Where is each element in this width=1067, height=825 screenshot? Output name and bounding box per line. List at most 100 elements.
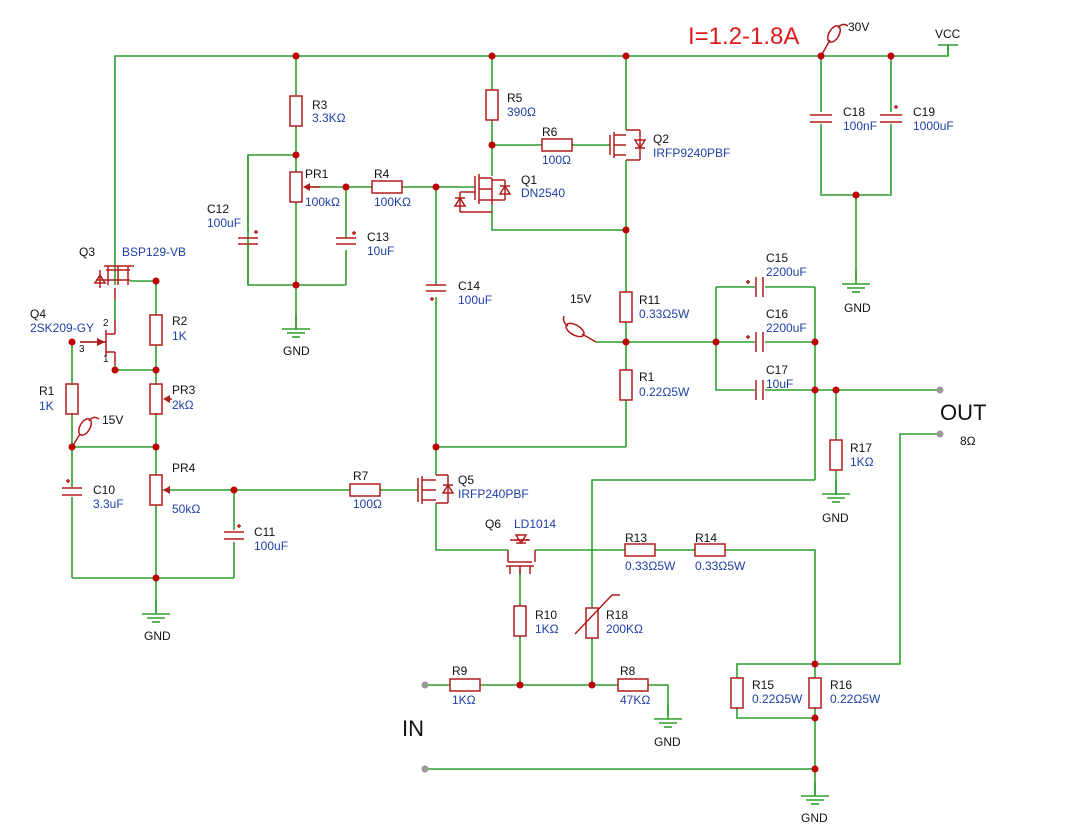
resistor-r8: [617, 678, 649, 692]
value-q6: LD1014: [514, 517, 556, 531]
value-q4: 2SK209-GY: [30, 321, 94, 335]
value-r5: 390Ω: [507, 105, 536, 119]
labels: I=1.2-1.8A 30V VCC 15V 15V OUT 8Ω IN GND…: [30, 20, 986, 825]
value-pr4: 50kΩ: [172, 502, 200, 516]
grounds: [141, 269, 871, 805]
pot-pr3: [149, 383, 172, 415]
resistor-r13: [624, 543, 656, 557]
ref-r3: R3: [312, 98, 328, 112]
ref-r16: R16: [830, 678, 852, 692]
probe-15v-mid: [562, 315, 597, 343]
resistor-r1: [65, 383, 79, 415]
resistor-r10: [513, 605, 527, 637]
probe-15v-left: [71, 416, 100, 448]
ground-symbol: [821, 479, 851, 503]
resistor-r16: [808, 677, 822, 709]
ref-pr3: PR3: [172, 383, 196, 397]
out-terminal-minus: [936, 430, 944, 438]
ground-symbol: [653, 704, 683, 728]
value-c14: 100uF: [458, 293, 492, 307]
junctions: [68, 52, 895, 773]
ref-c16: C16: [766, 307, 788, 321]
value-r1: 1K: [39, 399, 54, 413]
ref-q1: Q1: [521, 173, 537, 187]
capacitor-c11: [224, 524, 244, 540]
value-r2: 1K: [172, 329, 187, 343]
mosfet-q6: [506, 534, 536, 574]
value-r9: 1KΩ: [452, 693, 476, 707]
ref-q6: Q6: [485, 517, 501, 531]
capacitor-c16: [746, 332, 764, 352]
ref-r5: R5: [507, 91, 523, 105]
gnd-label: GND: [283, 344, 310, 358]
wires: [71, 45, 949, 795]
ref-c18: C18: [843, 105, 865, 119]
value-c13: 10uF: [367, 244, 394, 258]
ref-pr4: PR4: [172, 461, 196, 475]
capacitors: [62, 105, 902, 540]
ref-r1: R1: [39, 384, 55, 398]
value-r16: 0.22Ω5W: [830, 692, 881, 706]
ref-c13: C13: [367, 230, 389, 244]
value-r17: 1KΩ: [850, 455, 874, 469]
value-r11: 0.33Ω5W: [639, 307, 690, 321]
transistors: [80, 129, 647, 574]
ref-r13: R13: [625, 531, 647, 545]
ref-r6: R6: [542, 125, 558, 139]
ref-c10: C10: [93, 483, 115, 497]
value-c17: 10uF: [766, 377, 793, 391]
pin-3: 3: [79, 344, 85, 355]
value-c18: 100nF: [843, 119, 877, 133]
vcc-flag: [938, 44, 958, 56]
ref-r8: R8: [620, 664, 636, 678]
value-r14: 0.33Ω5W: [695, 559, 746, 573]
capacitor-c18: [810, 114, 832, 123]
gnd-label: GND: [822, 511, 849, 525]
gnd-label: GND: [801, 811, 828, 825]
value-q5: IRFP240PBF: [458, 487, 529, 501]
in-terminal-ground: [421, 765, 429, 773]
resistor-r9: [449, 678, 481, 692]
value-q2: IRFP9240PBF: [653, 146, 730, 160]
pot-pr4: [149, 474, 170, 506]
value-c16: 2200uF: [766, 321, 807, 335]
pin-1: 1: [103, 354, 109, 365]
ref-c14: C14: [458, 279, 480, 293]
resistor-r1-power: [619, 369, 633, 401]
value-c19: 1000uF: [913, 119, 954, 133]
capacitor-c10: [62, 479, 82, 496]
ref-r11: R11: [639, 293, 660, 307]
voltage-15v-mid-label: 15V: [570, 292, 591, 306]
gnd-label: GND: [844, 301, 871, 315]
mosfet-q5: [417, 474, 455, 504]
value-q1: DN2540: [521, 186, 565, 200]
ref-r14: R14: [695, 531, 717, 545]
resistor-r18: [574, 594, 620, 639]
value-c11: 100uF: [254, 539, 288, 553]
vcc-label: VCC: [935, 27, 961, 41]
resistor-r11: [619, 291, 633, 323]
value-r15: 0.22Ω5W: [752, 692, 803, 706]
ref-c15: C15: [766, 251, 788, 265]
in-terminal-signal: [421, 681, 429, 689]
ground-symbol: [800, 781, 830, 805]
pin-2: 2: [103, 318, 109, 329]
gnd-label: GND: [144, 629, 171, 643]
voltage-15v-left-label: 15V: [102, 413, 123, 427]
value-r4: 100KΩ: [374, 195, 411, 209]
ground-symbol: [841, 269, 871, 293]
resistor-r6: [541, 138, 573, 152]
value-r6: 100Ω: [542, 153, 571, 167]
resistor-r17: [829, 439, 843, 471]
value-r8: 47KΩ: [620, 693, 650, 707]
gnd-label: GND: [654, 735, 681, 749]
ref-r2: R2: [172, 314, 188, 328]
ref-r10: R10: [535, 608, 557, 622]
ref-c17: C17: [766, 363, 788, 377]
ref-q3: Q3: [79, 245, 95, 259]
ref-r9: R9: [452, 664, 468, 678]
out-terminal-plus: [936, 386, 944, 394]
resistor-r15: [730, 677, 744, 709]
voltage-30v-label: 30V: [848, 20, 869, 34]
